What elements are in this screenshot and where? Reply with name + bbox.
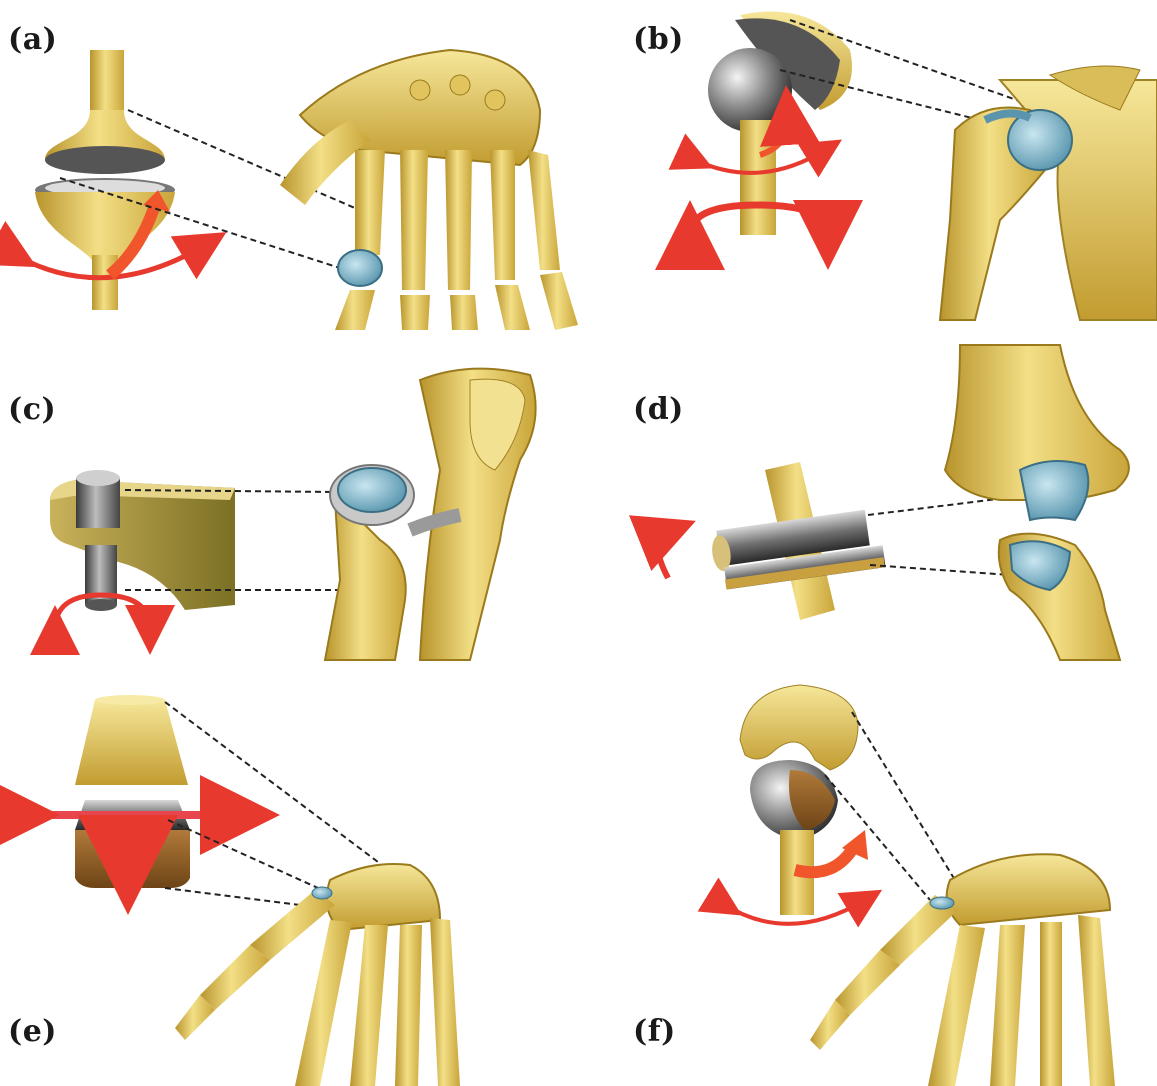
leader-line — [168, 820, 318, 888]
leader-line — [165, 702, 378, 862]
rotation-arrow — [658, 532, 668, 578]
panel-f-label: (f) — [633, 1014, 676, 1049]
hand-skeleton-a — [280, 50, 578, 330]
panel-b-label: (b) — [633, 22, 684, 57]
hand-skeleton-e — [175, 864, 460, 1086]
hand-skeleton-f — [810, 854, 1115, 1086]
panel-c — [50, 369, 536, 660]
panel-e-label: (e) — [8, 1014, 57, 1049]
panel-d-label: (d) — [633, 392, 684, 427]
panel-d — [658, 345, 1129, 660]
ball-and-socket-joint-model — [708, 12, 852, 235]
saddle-joint-model — [740, 685, 858, 915]
leader-line — [870, 565, 1010, 575]
leader-line — [825, 775, 930, 900]
panel-a-label: (a) — [8, 22, 57, 57]
shoulder-skeleton — [940, 66, 1157, 320]
panel-e — [20, 695, 460, 1086]
panel-c-label: (c) — [8, 392, 56, 427]
panel-f — [725, 685, 1115, 1086]
leader-line — [165, 888, 300, 905]
hinge-joint-model — [710, 462, 886, 620]
panel-a — [15, 50, 578, 330]
panel-b — [690, 12, 1157, 320]
radio-ulnar-skeleton — [325, 369, 536, 660]
